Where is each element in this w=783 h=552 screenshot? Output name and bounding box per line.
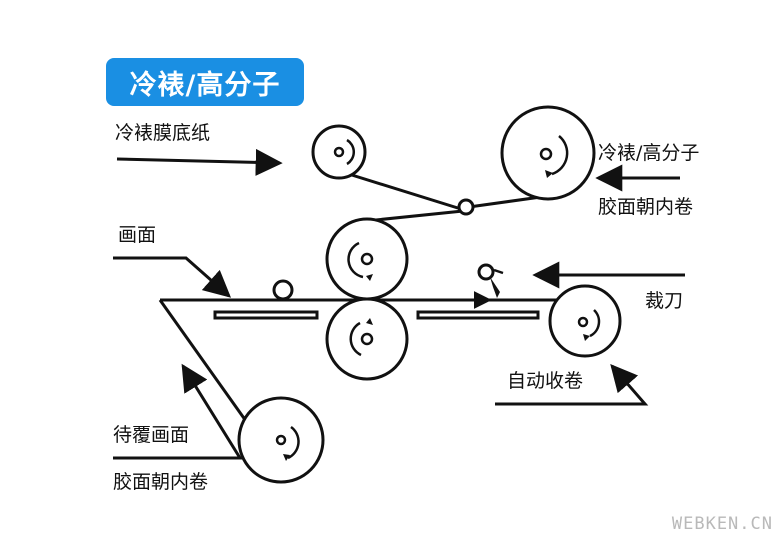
right-platform — [416, 310, 540, 320]
left-platform — [213, 310, 319, 320]
roll-hub — [577, 316, 589, 328]
label-cutter: 裁刀 — [645, 290, 684, 312]
label-film-roll-1: 冷裱/高分子 — [598, 142, 700, 164]
title-badge: 冷裱/高分子 — [106, 58, 304, 106]
rotation-arrow-icon — [366, 274, 373, 281]
roll-spiral — [551, 135, 569, 176]
idler-roller — [457, 198, 475, 216]
label-base-paper: 冷裱膜底纸 — [115, 122, 211, 144]
cutter-icon — [477, 263, 504, 298]
roll-spiral — [349, 321, 362, 357]
base-paper-roll — [311, 124, 367, 180]
rotation-arrow-icon — [366, 318, 373, 325]
label-auto-rewind: 自动收卷 — [507, 370, 584, 392]
rotation-arrow-icon — [283, 454, 290, 461]
label-surface: 画面 — [118, 224, 157, 246]
pending-surface-roll — [237, 396, 325, 484]
roll-spiral — [346, 138, 356, 166]
film-roll — [500, 105, 596, 201]
watermark: WEBKEN.CN — [671, 514, 773, 534]
roll-hub — [275, 434, 287, 446]
surface-arrow — [113, 256, 232, 298]
roll-hub — [360, 252, 374, 266]
bottom-laminating-roller — [325, 297, 409, 381]
roll-hub — [333, 146, 345, 158]
roll-hub — [539, 147, 553, 161]
rewind-arrow — [495, 363, 649, 406]
guide-roller — [272, 279, 294, 301]
label-film-roll-2: 胶面朝内卷 — [598, 196, 694, 218]
roll-spiral — [347, 241, 364, 279]
roll-hub — [360, 332, 374, 346]
base-paper-arrow — [116, 148, 283, 176]
base-paper-web — [338, 169, 462, 211]
top-laminating-roller — [325, 217, 409, 301]
pending-surface-arrow — [113, 363, 243, 460]
label-pending-2: 胶面朝内卷 — [113, 471, 209, 493]
roll-spiral — [589, 309, 601, 338]
rewind-roll — [548, 284, 622, 358]
rotation-arrow-icon — [545, 170, 553, 178]
label-pending-1: 待覆画面 — [113, 424, 190, 446]
roll-spiral — [287, 425, 300, 460]
rotation-arrow-icon — [583, 334, 590, 341]
